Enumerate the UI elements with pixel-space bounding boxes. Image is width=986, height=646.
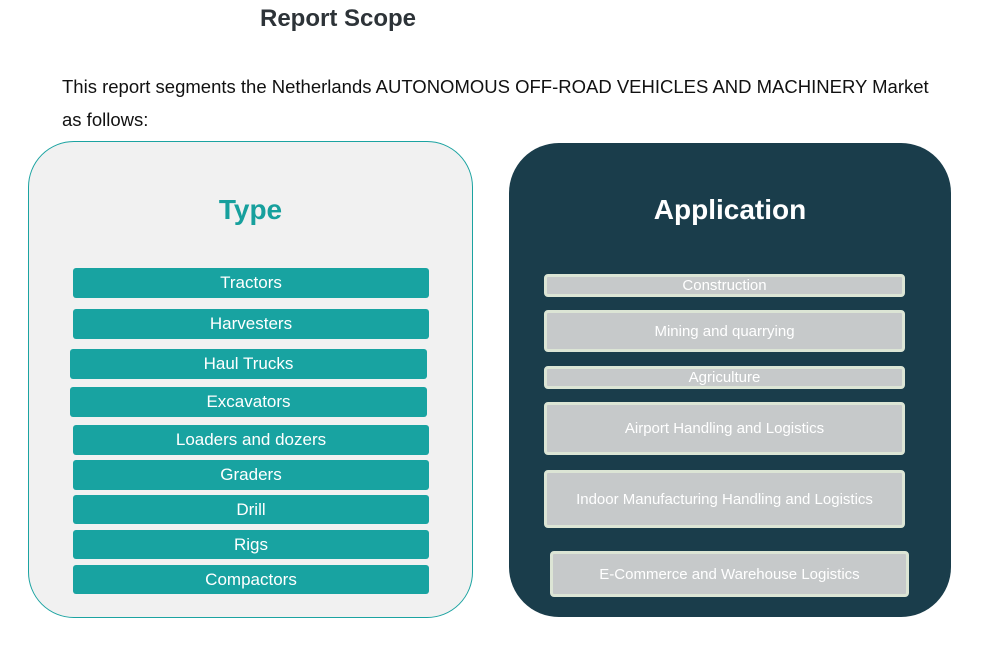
application-item: Indoor Manufacturing Handling and Logist…	[544, 470, 905, 528]
type-item: Excavators	[70, 387, 427, 417]
application-item: Construction	[544, 274, 905, 297]
application-item: Mining and quarrying	[544, 310, 905, 352]
type-item: Compactors	[73, 565, 429, 594]
intro-text: This report segments the Netherlands AUT…	[62, 76, 929, 130]
application-heading: Application	[653, 194, 807, 225]
type-heading: Type	[218, 194, 283, 225]
application-item: E-Commerce and Warehouse Logistics	[550, 551, 909, 597]
type-item: Tractors	[73, 268, 429, 298]
application-item: Airport Handling and Logistics	[544, 402, 905, 455]
type-item: Drill	[73, 495, 429, 524]
page-title: Report Scope	[260, 5, 417, 32]
type-item: Haul Trucks	[70, 349, 427, 379]
type-item: Graders	[73, 460, 429, 490]
type-item: Loaders and dozers	[73, 425, 429, 455]
type-item: Rigs	[73, 530, 429, 559]
application-item: Agriculture	[544, 366, 905, 389]
type-item: Harvesters	[73, 309, 429, 339]
